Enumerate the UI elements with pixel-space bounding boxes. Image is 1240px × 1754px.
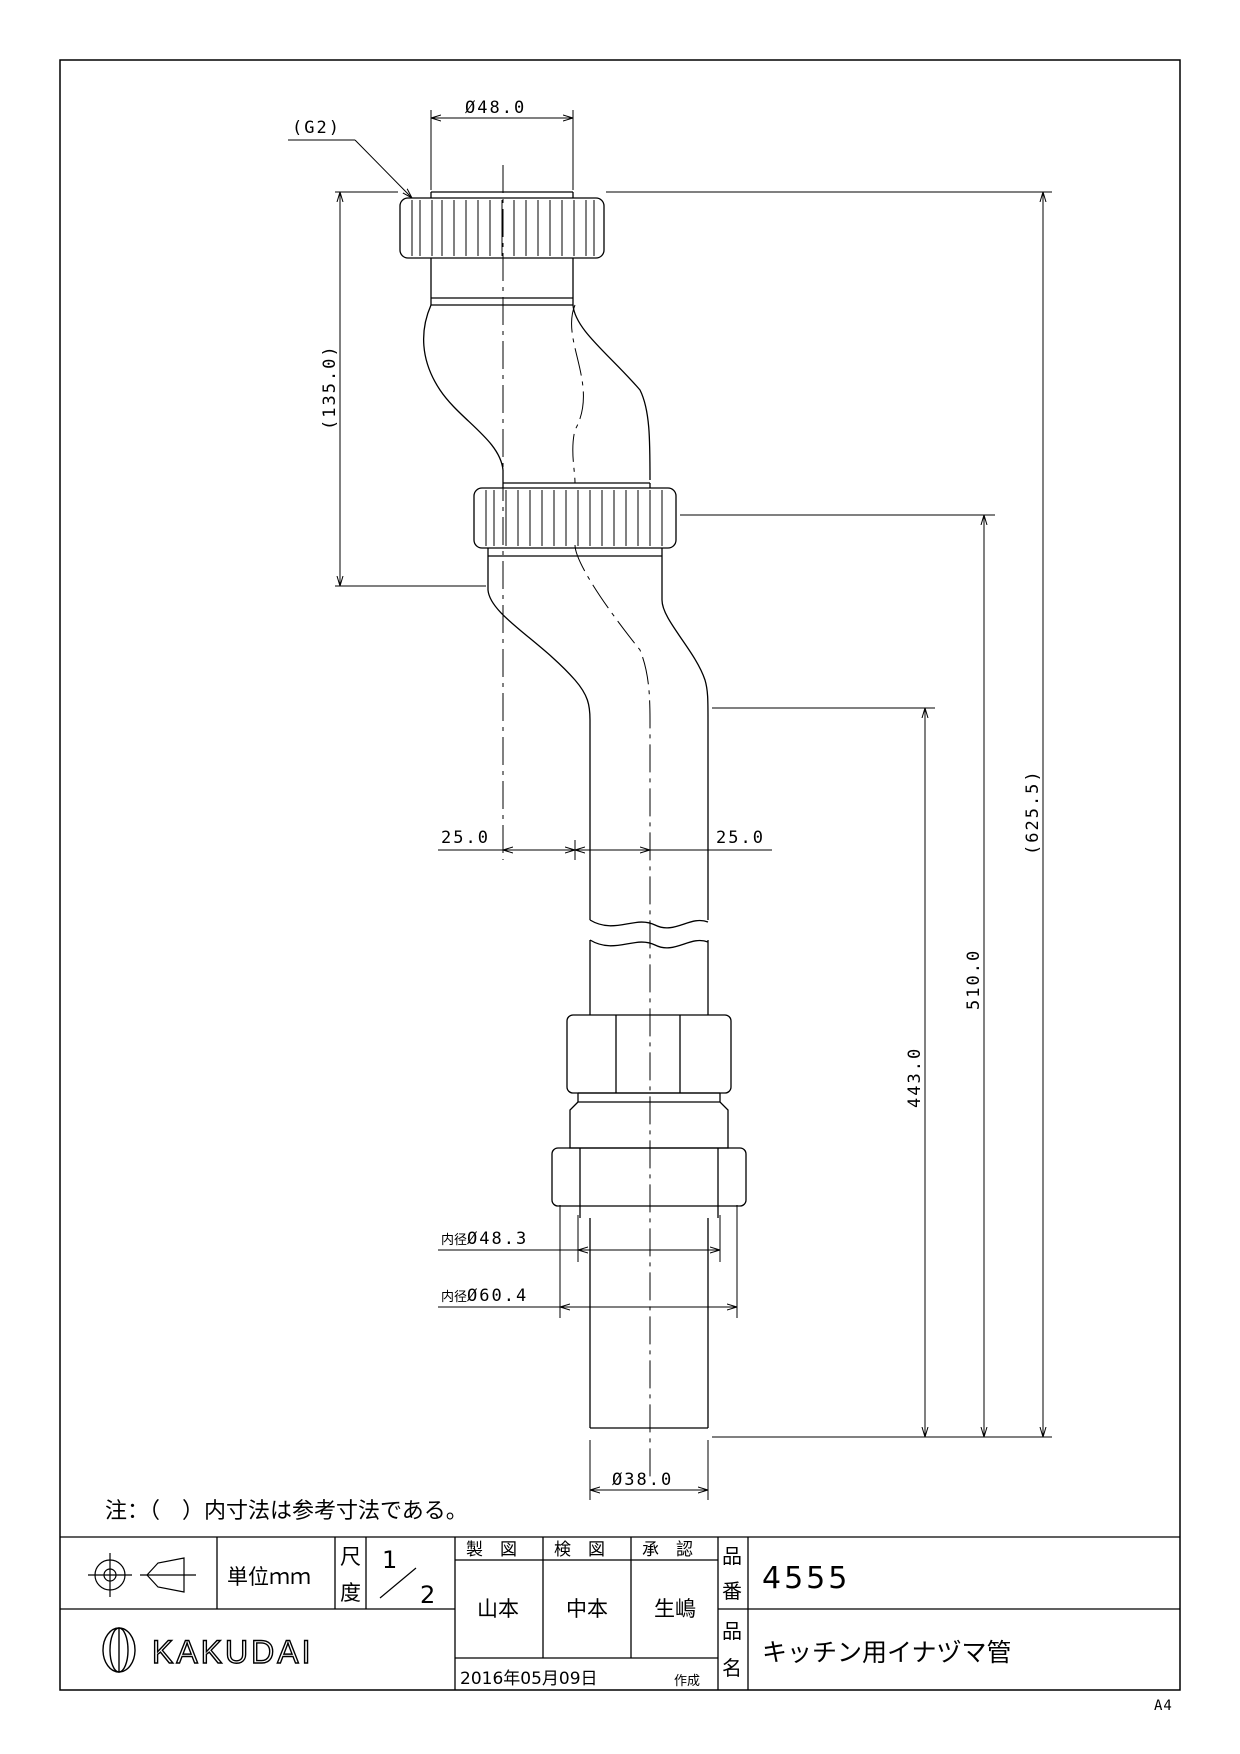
dim-inner-48: 内径Ø48.3	[441, 1229, 528, 1249]
drawn-label: 製 図	[466, 1540, 517, 1560]
scale-label-bottom: 度	[340, 1581, 361, 1605]
dim-g2: (G2)	[292, 118, 341, 138]
kakudai-logo-icon	[102, 1627, 136, 1673]
brand-name: KAKUDAI	[152, 1634, 313, 1670]
dimension-lines	[288, 110, 1052, 1500]
drawing-border	[59, 59, 1181, 1691]
dim-diameter-38: Ø38.0	[612, 1470, 673, 1490]
part-no-label-top: 品	[722, 1544, 742, 1568]
checked-by: 中本	[566, 1597, 608, 1621]
center-lines	[502, 165, 651, 1480]
scale-slash	[379, 1567, 417, 1599]
title-block	[60, 1536, 1180, 1690]
scale-denominator: 2	[420, 1581, 435, 1609]
dim-diameter-48: Ø48.0	[465, 98, 526, 118]
scale-label-top: 尺	[340, 1545, 361, 1569]
part-name-label-bottom: 名	[722, 1656, 742, 1680]
part-name: キッチン用イナヅマ管	[762, 1638, 1012, 1667]
drawn-by: 山本	[477, 1597, 519, 1621]
pipe-outline	[399, 191, 747, 1429]
dim-offset-left: 25.0	[441, 828, 490, 848]
note-text: 注：（ ）内寸法は参考寸法である。	[105, 1499, 468, 1524]
part-number: 4555	[762, 1561, 850, 1596]
part-no-label-bottom: 番	[722, 1579, 742, 1603]
scale-numerator: 1	[382, 1546, 397, 1574]
created-date: 2016年05月09日	[460, 1669, 598, 1689]
dim-height-510: 510.0	[964, 949, 984, 1010]
part-name-label-top: 品	[722, 1619, 742, 1643]
dim-height-443: 443.0	[905, 1047, 925, 1108]
dim-offset-right: 25.0	[716, 828, 765, 848]
created-label: 作成	[674, 1674, 700, 1689]
dim-height-625: (625.5)	[1023, 769, 1043, 855]
approved-label: 承 認	[642, 1540, 693, 1560]
projection-symbol-icon	[88, 1553, 196, 1597]
sheet-size: A4	[1154, 1698, 1173, 1714]
approved-by: 生嶋	[654, 1597, 696, 1621]
dim-height-135: (135.0)	[320, 344, 340, 430]
unit-label: 単位ｍｍ	[227, 1565, 311, 1589]
dim-inner-60: 内径Ø60.4	[441, 1286, 528, 1306]
checked-label: 検 図	[554, 1540, 605, 1560]
